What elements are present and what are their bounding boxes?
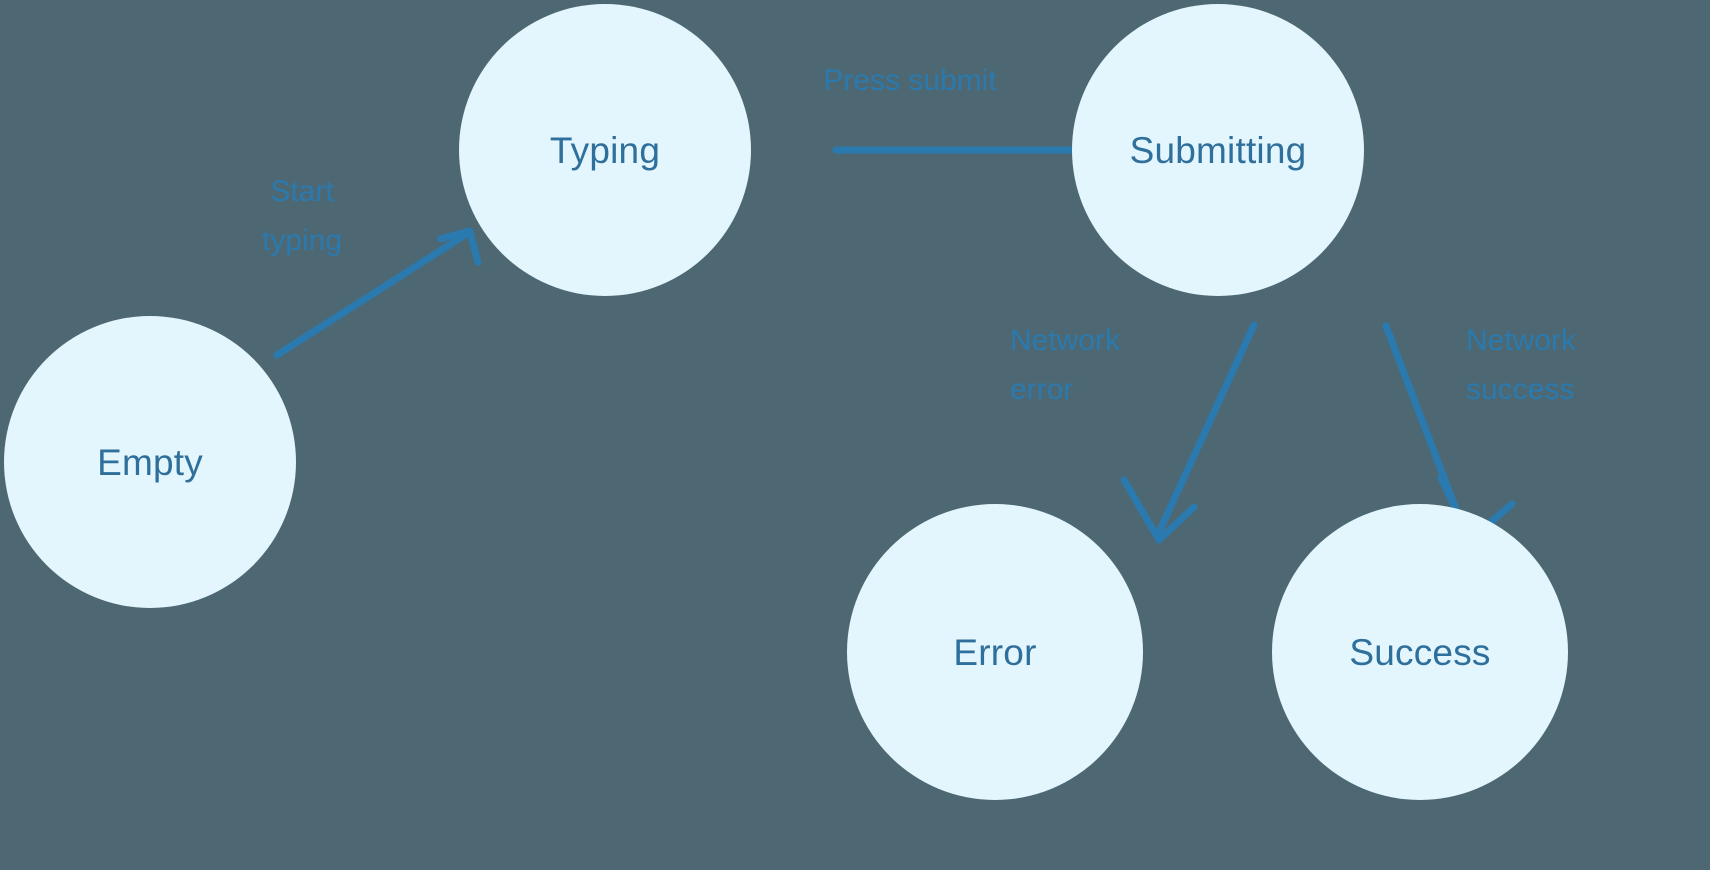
arrowhead-start-typing [437,227,482,266]
node-typing[interactable]: Typing [459,4,751,296]
arrowhead-network-error [1120,476,1198,544]
node-label-error: Error [953,631,1037,673]
node-label-submitting: Submitting [1129,129,1307,171]
edge-label-press-submit: Press submit [823,64,997,97]
node-success[interactable]: Success [1272,504,1568,800]
node-submitting[interactable]: Submitting [1072,4,1364,296]
node-error[interactable]: Error [847,504,1143,800]
edge-label-network-success: Network success [1466,324,1577,406]
edge-label-network-error: Network error [1010,324,1121,406]
node-label-typing: Typing [549,129,661,171]
node-label-success: Success [1349,631,1491,673]
edge-line-network-success [1382,322,1468,534]
node-label-empty: Empty [97,441,203,483]
node-empty[interactable]: Empty [4,316,296,608]
edge-label-start-typing: Start typing [261,175,343,257]
